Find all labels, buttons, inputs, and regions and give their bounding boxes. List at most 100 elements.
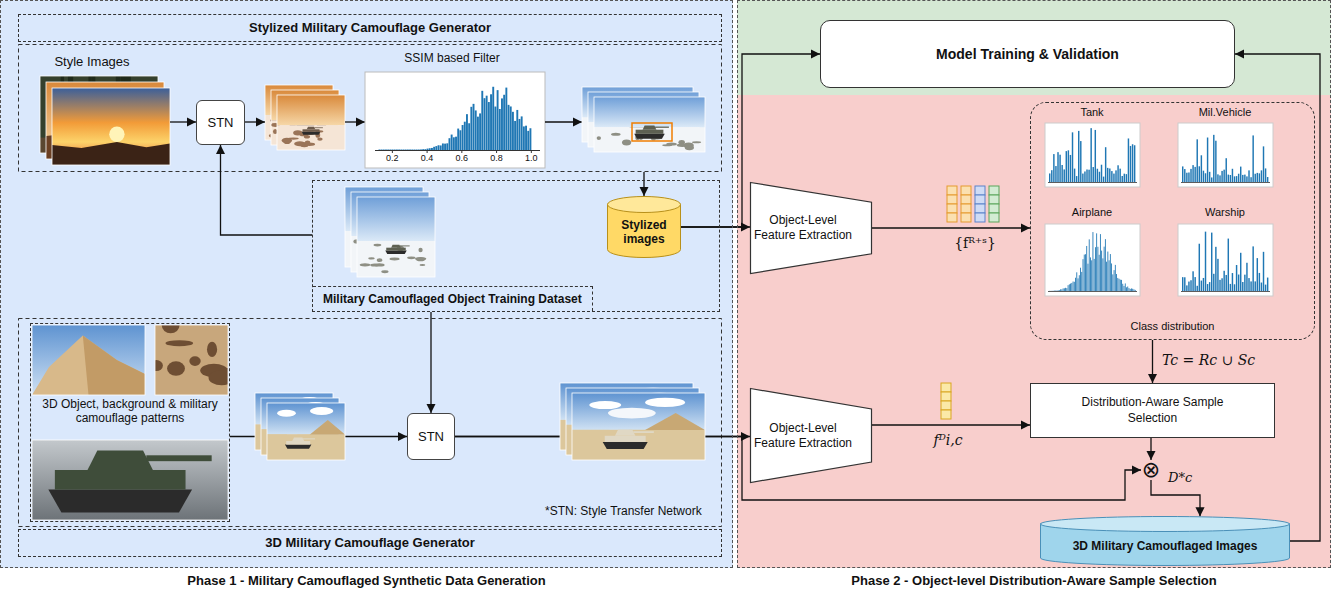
- annotation-label: {fᴿ⁺ˢ}: [954, 235, 996, 251]
- chart-bar: [1073, 282, 1075, 291]
- chart-bar: [1123, 286, 1125, 291]
- chart-bar: [1117, 278, 1119, 291]
- axis-tick-label: 0.6: [456, 153, 469, 163]
- annotation-label: Mil.Vehicle: [1199, 106, 1252, 119]
- chart-bar: [1221, 171, 1222, 182]
- chart-bar: [1124, 174, 1125, 182]
- chart-bar: [1201, 155, 1202, 182]
- chart-bar: [1064, 169, 1065, 182]
- tank-part: [615, 430, 635, 436]
- chart-bar: [1060, 289, 1062, 291]
- histogram-bar: [451, 135, 453, 150]
- histogram-bar: [433, 147, 435, 150]
- chart-bar: [1213, 135, 1214, 182]
- histogram-bar: [527, 131, 529, 150]
- scene-image: [155, 325, 228, 395]
- flow-arrow: [245, 121, 265, 122]
- chart-bar: [1053, 154, 1054, 182]
- chart-bar: [1055, 166, 1056, 182]
- scene-part: [368, 257, 374, 259]
- feature-cell: [947, 213, 957, 222]
- chart-bar: [1107, 168, 1108, 182]
- chart-bar: [1259, 173, 1260, 182]
- chart-bar: [1232, 273, 1233, 291]
- chart-bar: [1215, 247, 1216, 291]
- scene-image: [32, 440, 228, 520]
- annotation-label: Airplane: [1072, 206, 1112, 219]
- histogram-bar: [499, 109, 501, 150]
- chart-bar: [1226, 158, 1227, 182]
- chart-bar: [1068, 284, 1070, 291]
- histogram-bar: [444, 144, 446, 150]
- chart-bar: [1076, 272, 1078, 291]
- scene-part: [83, 336, 145, 396]
- chart-bar: [1246, 176, 1247, 182]
- cylinder-top: [608, 197, 681, 213]
- histogram-bar: [484, 98, 486, 150]
- chart-bar: [1184, 169, 1185, 182]
- image-border: [52, 88, 170, 165]
- chart-bar: [1057, 152, 1058, 182]
- histogram-tick: [392, 150, 393, 153]
- chart-bar: [1116, 274, 1118, 291]
- chart-bar: [1076, 176, 1077, 182]
- chart-bar: [1061, 289, 1063, 291]
- scene-part: [622, 140, 631, 146]
- tank-part: [385, 251, 406, 254]
- tank-part: [48, 490, 192, 513]
- chart-bar: [1244, 175, 1245, 182]
- chart-frame: [1045, 123, 1140, 187]
- chart-bar: [1234, 284, 1235, 291]
- annotation-label: Tc = Rc ∪ Sc: [1162, 352, 1255, 368]
- scene-part: [109, 127, 124, 142]
- chart-bar: [1085, 254, 1087, 291]
- node-text: Distribution-Aware Sample Selection: [1065, 395, 1240, 426]
- annotation-label: Warship: [1205, 206, 1245, 219]
- chart-bar: [1203, 278, 1204, 291]
- scene-part: [419, 264, 425, 266]
- chart-bar: [1267, 278, 1268, 291]
- scene-part: [293, 130, 302, 135]
- tank-part: [655, 127, 669, 128]
- tank-part: [391, 245, 401, 248]
- tank-part: [285, 445, 311, 449]
- histogram-axis: [375, 150, 540, 151]
- tank-figure: [385, 245, 409, 254]
- process-box: Distribution-Aware Sample Selection: [1030, 383, 1275, 438]
- annotation-label: Style Images: [54, 55, 129, 70]
- chart-bar: [1133, 289, 1135, 291]
- chart-bar: [1059, 155, 1060, 182]
- scene-part: [310, 407, 333, 415]
- chart-bar: [1091, 260, 1093, 291]
- histogram-bar: [529, 128, 531, 150]
- chart-bar: [1078, 275, 1080, 291]
- chart-bar: [1182, 277, 1183, 291]
- scene-part: [267, 434, 345, 460]
- histogram-tick: [461, 150, 462, 153]
- chart-bar: [1197, 139, 1198, 182]
- image-border: [32, 440, 228, 520]
- scene-image: [32, 325, 145, 395]
- chart-bar: [1248, 170, 1249, 182]
- annotation-label: Tank: [1080, 106, 1103, 119]
- feature-extractor: Object-Level Feature Extraction: [750, 182, 872, 274]
- chart-bar: [1226, 275, 1227, 291]
- chart-frame: [1045, 224, 1140, 296]
- chart-bar: [1213, 274, 1214, 291]
- chart-bar: [1094, 247, 1096, 291]
- chart-bar: [1105, 147, 1106, 182]
- feature-cell: [975, 213, 985, 222]
- flow-arrow: [345, 121, 365, 122]
- chart-bar: [1099, 172, 1100, 182]
- scene-part: [390, 258, 400, 261]
- feature-cell: [941, 383, 951, 392]
- chart-bar: [1199, 244, 1200, 291]
- scene-part: [310, 420, 345, 434]
- chart-bar: [1205, 232, 1206, 291]
- tank-part: [286, 441, 310, 445]
- chart-bar: [1215, 141, 1216, 182]
- histogram-bar: [438, 145, 440, 150]
- node-text: Military Camouflaged Object Training Dat…: [313, 286, 593, 311]
- scene-part: [589, 401, 621, 409]
- chart-bar: [1097, 169, 1098, 182]
